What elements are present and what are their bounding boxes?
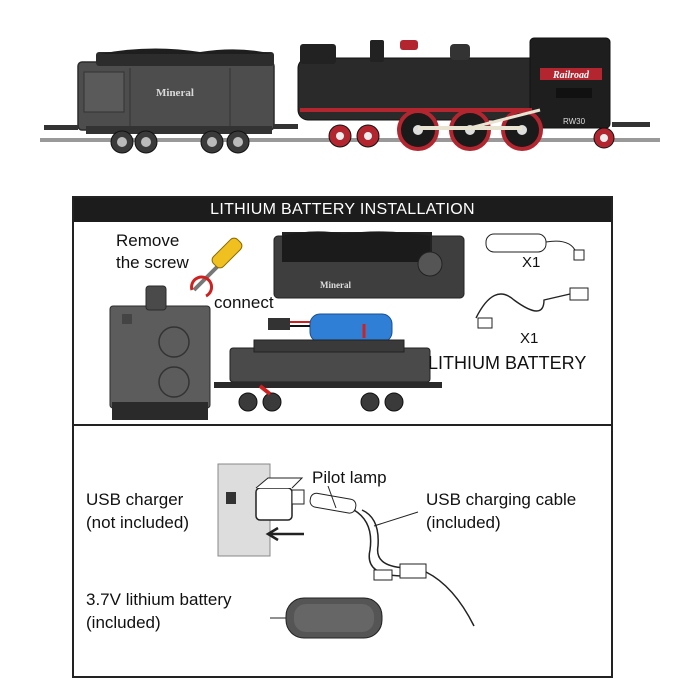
tender-shell: Mineral — [273, 231, 465, 299]
usb-cable — [309, 485, 475, 627]
tender-rear-panel — [109, 285, 211, 420]
cable-quantity: X1 — [520, 330, 539, 347]
connect-label: connect — [214, 293, 274, 312]
usb-charger-note: (not included) — [86, 513, 190, 532]
installation-illustration: Mineral — [109, 231, 589, 420]
charging-illustration — [217, 463, 475, 639]
battery-icon — [485, 233, 585, 261]
pilot-lamp-label: Pilot lamp — [312, 468, 387, 487]
red-arrow-icon — [258, 384, 272, 396]
railroad-logo: Railroad — [552, 70, 590, 81]
section-divider — [74, 424, 611, 426]
tender-shell-label: Mineral — [320, 280, 351, 290]
tender-car: Mineral — [44, 48, 275, 154]
cab-number: RW30 — [563, 117, 586, 126]
remove-screw-line1: Remove — [116, 231, 180, 250]
tender-label: Mineral — [156, 87, 194, 99]
section-title-bar: LITHIUM BATTERY INSTALLATION — [74, 198, 611, 222]
tender-chassis — [214, 339, 442, 412]
battery-pack — [268, 313, 393, 343]
usb-cable-icon — [475, 287, 589, 329]
train-hero-image: Mineral Railroad RW30 — [40, 37, 660, 154]
lithium-battery-label: LITHIUM BATTERY — [428, 353, 587, 373]
section-title: LITHIUM BATTERY INSTALLATION — [210, 201, 475, 218]
battery-spec-note: (included) — [86, 613, 161, 632]
screwdriver-icon — [192, 237, 243, 292]
usb-cable-label: USB charging cable — [426, 490, 577, 509]
left-arrow-icon — [265, 526, 304, 542]
battery-spec-label: 3.7V lithium battery — [86, 590, 232, 609]
remove-screw-line2: the screw — [116, 253, 189, 272]
rotate-arrow-icon — [190, 275, 214, 298]
locomotive: Railroad RW30 — [297, 37, 650, 151]
pilot-lamp-pointer — [327, 485, 337, 509]
usb-cable-note: (included) — [426, 513, 501, 532]
cable-pointer — [373, 511, 419, 527]
usb-charger-label: USB charger — [86, 490, 184, 509]
usb-charger-icon — [255, 477, 305, 521]
lithium-battery-icon — [270, 597, 383, 639]
battery-quantity: X1 — [522, 254, 541, 271]
